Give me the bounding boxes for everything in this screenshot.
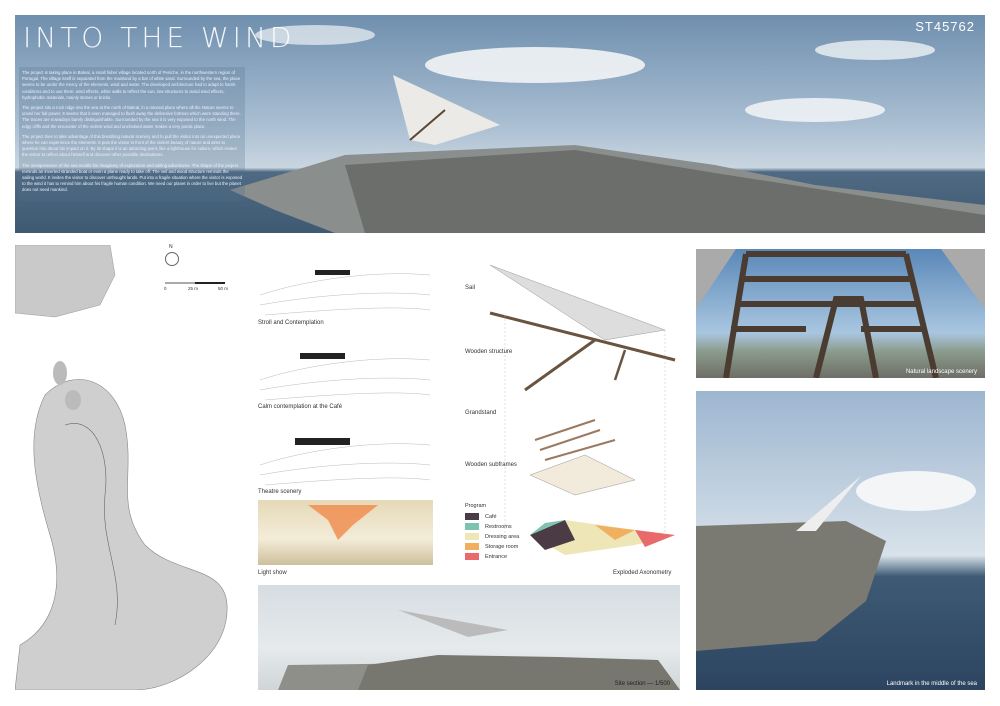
legend-label: Dressing area bbox=[485, 533, 520, 540]
scenario-label: Light show bbox=[258, 570, 287, 576]
legend-item: Storage room bbox=[465, 543, 519, 550]
layer-label: Wooden structure bbox=[465, 349, 513, 355]
intro-paragraph: The project sits a rock ridge into the s… bbox=[22, 105, 241, 129]
north-arrow-icon bbox=[165, 252, 179, 266]
legend-swatch bbox=[465, 523, 479, 530]
legend-label: Restrooms bbox=[485, 523, 512, 530]
legend-swatch bbox=[465, 553, 479, 560]
site-section-render: Site section — 1/500 bbox=[258, 585, 680, 690]
scale-label: 0 bbox=[164, 286, 167, 291]
entry-code: ST45762 bbox=[915, 19, 975, 34]
layer-label: Grandstand bbox=[465, 410, 497, 416]
axonometry-caption: Exploded Axonometry bbox=[613, 570, 672, 576]
program-legend: Program Café Restrooms Dressing area Sto… bbox=[465, 503, 519, 563]
layer-label: Wooden subframes bbox=[465, 462, 517, 468]
legend-swatch bbox=[465, 533, 479, 540]
landscape-photo: Natural landscape scenery bbox=[696, 249, 985, 378]
intro-paragraph: The project is taking place in Baleal, a… bbox=[22, 70, 241, 100]
section-caption: Site section — 1/500 bbox=[614, 681, 670, 687]
scenario-label: Calm contemplation at the Café bbox=[258, 404, 343, 410]
legend-label: Storage room bbox=[485, 543, 519, 550]
legend-item: Dressing area bbox=[465, 533, 519, 540]
scale-label: 50 m bbox=[218, 286, 229, 291]
exploded-axonometry-drawing bbox=[489, 264, 676, 555]
scale-label: 25 m bbox=[188, 286, 199, 291]
hero-render: INTO THE WIND ST45762 The project is tak… bbox=[15, 15, 985, 233]
legend-swatch bbox=[465, 543, 479, 550]
legend-label: Café bbox=[485, 513, 497, 520]
legend-item: Entrance bbox=[465, 553, 519, 560]
intro-text: The project is taking place in Baleal, a… bbox=[19, 67, 245, 201]
landmark-photo: Landmark in the middle of the sea bbox=[696, 391, 985, 690]
legend-item: Restrooms bbox=[465, 523, 519, 530]
photo-caption: Natural landscape scenery bbox=[905, 369, 977, 375]
hero-illustration bbox=[230, 25, 985, 233]
light-show-image bbox=[258, 500, 433, 565]
legend-title: Program bbox=[465, 503, 487, 509]
legend-swatch bbox=[465, 513, 479, 520]
scenario-label: Theatre scenery bbox=[258, 489, 302, 495]
page-title: INTO THE WIND bbox=[23, 21, 296, 54]
photo-caption: Landmark in the middle of the sea bbox=[886, 681, 977, 687]
legend-label: Entrance bbox=[485, 553, 508, 560]
intro-paragraph: The project tries to take advantage of t… bbox=[22, 133, 241, 158]
scenario-label: Stroll and Contemplation bbox=[258, 320, 324, 326]
site-map: N 0 25 m 50 m bbox=[14, 244, 235, 691]
site-plan-drawing bbox=[14, 244, 228, 691]
legend-item: Café bbox=[465, 513, 519, 520]
north-label: N bbox=[169, 244, 173, 250]
scale-bar bbox=[165, 282, 225, 284]
intro-paragraph: The omnipresence of the sea recalls the … bbox=[22, 162, 242, 193]
scenario-plans bbox=[259, 270, 431, 486]
layer-label: Sail bbox=[465, 285, 476, 291]
